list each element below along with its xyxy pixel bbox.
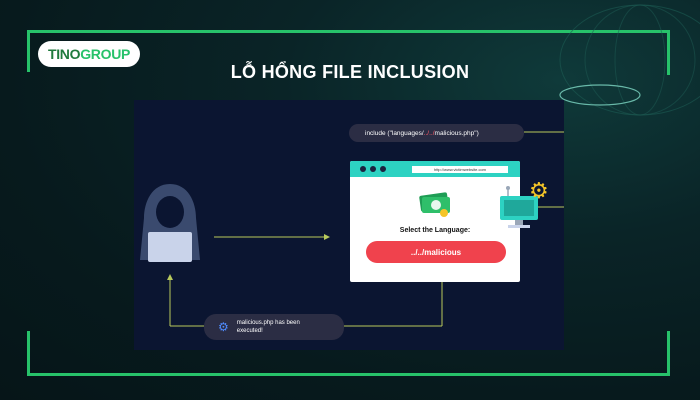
gear-icon: ⚙ xyxy=(218,320,229,334)
include-code-pill: include ("languages/../../malicious.php"… xyxy=(349,124,524,142)
url-bar: http://www.victimwebsite.com xyxy=(412,165,508,173)
frame-corner-line xyxy=(667,331,670,376)
hacker-icon xyxy=(140,184,200,262)
logo-accent-text: GROUP xyxy=(80,46,131,62)
window-dot xyxy=(380,166,386,172)
server-icon xyxy=(500,186,538,228)
logo-text: TINO xyxy=(47,46,81,62)
code-prefix: include ("languages/ xyxy=(365,129,424,137)
diagram-scene: include ("languages/../../malicious.php"… xyxy=(134,100,564,350)
code-dots: ../../ xyxy=(423,129,435,137)
frame-top-line xyxy=(30,30,670,33)
frame-bottom-line xyxy=(30,373,670,376)
page-title: LỖ HỔNG FILE INCLUSION xyxy=(230,62,470,82)
globe-decoration xyxy=(559,4,700,116)
language-select-field[interactable]: ../../malicious xyxy=(366,241,506,263)
execution-message: malicious.php has been executed! xyxy=(237,319,300,335)
execution-line-2: executed! xyxy=(236,328,263,334)
flow-arrows xyxy=(167,131,564,327)
execution-status-pill: ⚙ malicious.php has been executed! xyxy=(204,314,344,340)
window-dot xyxy=(370,166,376,172)
select-language-label: Select the Language: xyxy=(399,227,471,234)
execution-line-1: malicious.php has been xyxy=(236,320,300,326)
gear-icon: ⚙ xyxy=(529,178,549,203)
window-dot xyxy=(360,166,366,172)
frame-corner-line xyxy=(27,30,30,72)
frame-corner-line xyxy=(27,331,30,376)
code-suffix: malicious.php") xyxy=(434,129,479,137)
frame-corner-line xyxy=(667,30,670,75)
browser-window: http://www.victimwebsite.com Select the … xyxy=(350,161,520,282)
money-icon xyxy=(419,192,450,217)
browser-toolbar: http://www.victimwebsite.com xyxy=(350,161,520,177)
